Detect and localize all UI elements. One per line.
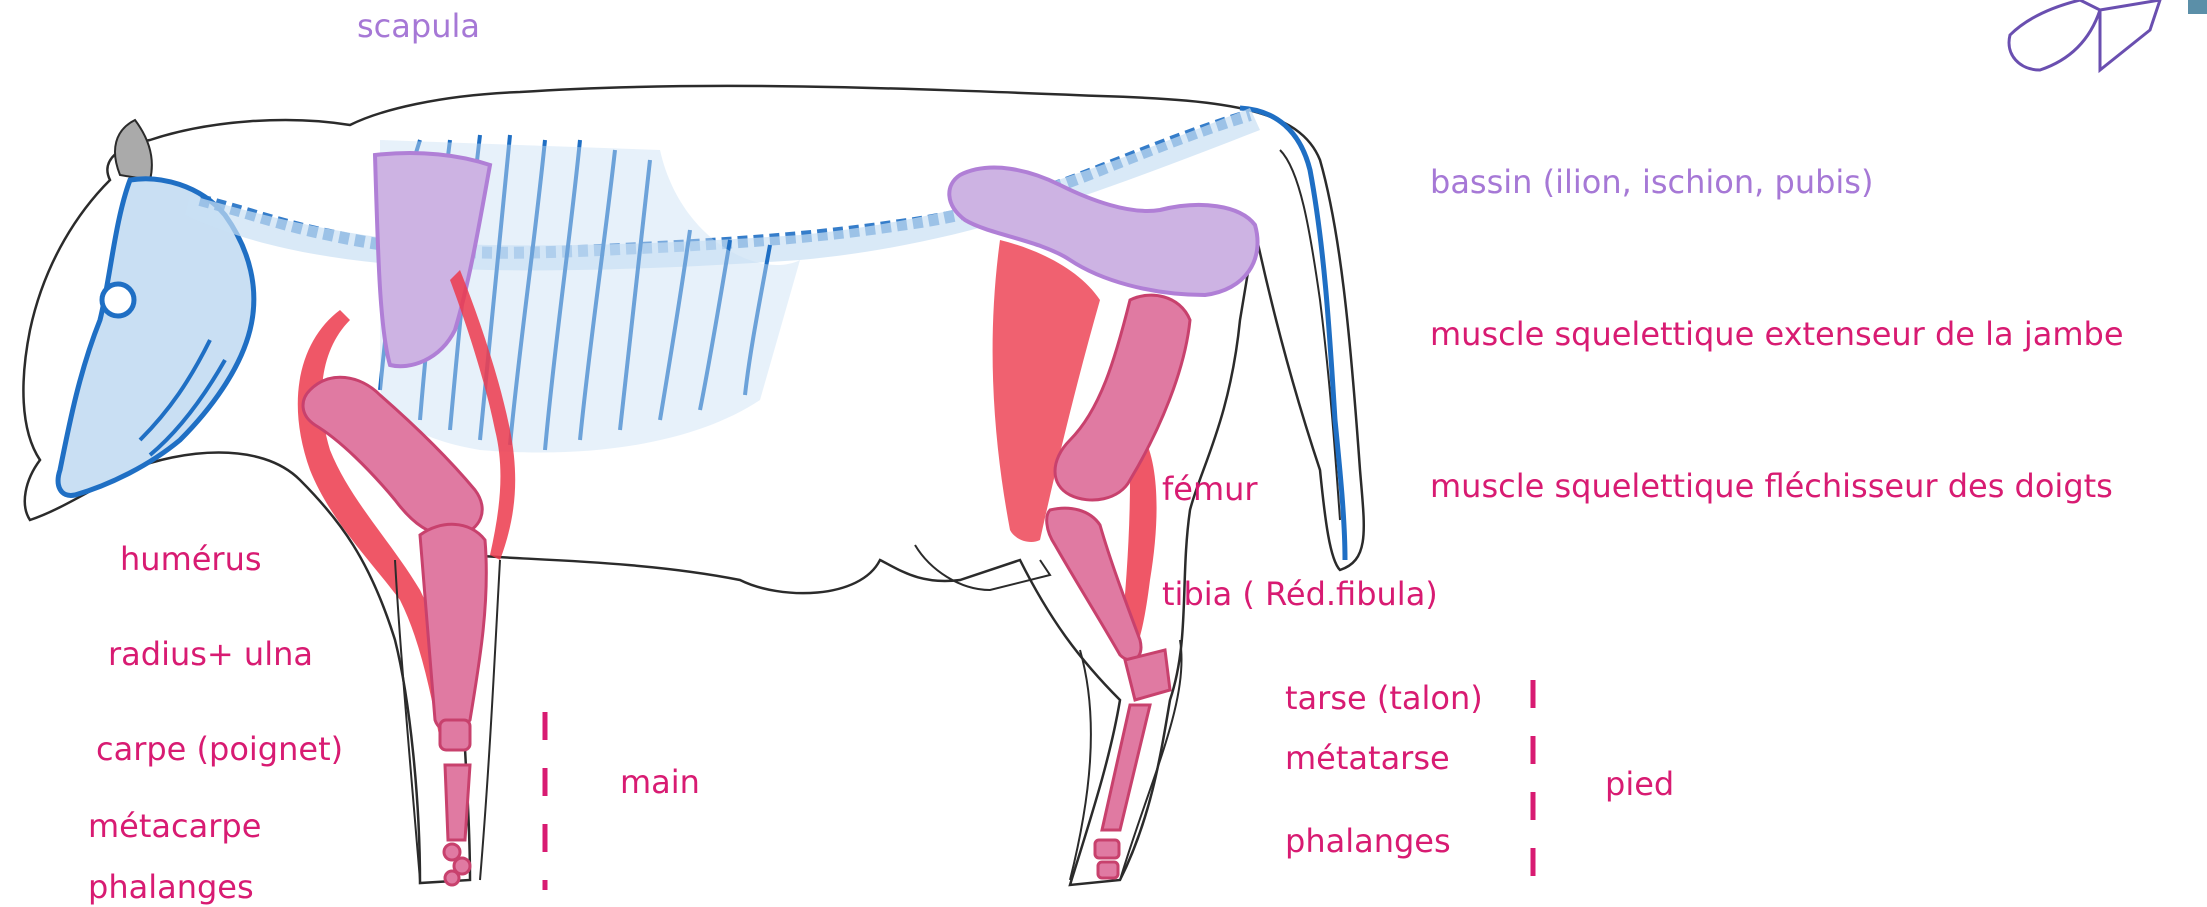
- label-humerus: humérus: [120, 543, 262, 575]
- label-phalanges-front: phalanges: [88, 871, 254, 903]
- label-phalanges-back: phalanges: [1285, 825, 1451, 857]
- carpe-bone: [440, 720, 470, 750]
- label-metacarpe: métacarpe: [88, 810, 261, 842]
- eye-socket: [102, 284, 134, 316]
- label-bassin: bassin (ilion, ischion, pubis): [1430, 166, 1873, 198]
- pen-icon: [2009, 0, 2160, 70]
- corner-accent: [2188, 0, 2207, 14]
- label-femur: fémur: [1162, 473, 1258, 505]
- label-flechisseur: muscle squelettique fléchisseur des doig…: [1430, 470, 2113, 502]
- metacarpe-bone: [445, 765, 470, 840]
- phalanges-front-bones: [444, 844, 470, 885]
- label-pied: pied: [1605, 768, 1674, 800]
- phalanges-back-bones: [1095, 840, 1119, 878]
- tarse-bone: [1125, 650, 1170, 700]
- radius-ulna-bone: [420, 524, 486, 731]
- label-tibia: tibia ( Réd.fibula): [1162, 578, 1438, 610]
- label-carpe: carpe (poignet): [96, 733, 343, 765]
- horn: [115, 120, 152, 180]
- label-tarse: tarse (talon): [1285, 682, 1483, 714]
- label-scapula: scapula: [357, 10, 480, 42]
- label-main: main: [620, 766, 700, 798]
- label-radius-ulna: radius+ ulna: [108, 638, 313, 670]
- label-extenseur: muscle squelettique extenseur de la jamb…: [1430, 308, 2130, 360]
- udder-outline: [915, 545, 1050, 590]
- label-metatarse: métatarse: [1285, 742, 1450, 774]
